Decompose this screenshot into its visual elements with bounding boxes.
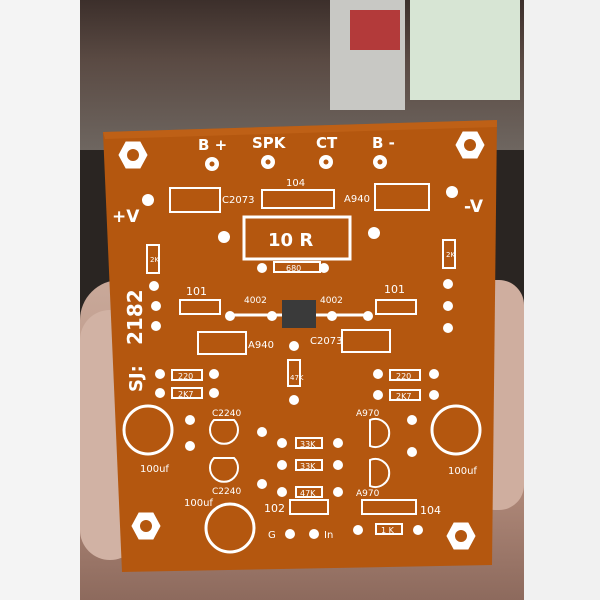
label-b-minus: B - [372,134,395,152]
capacitor-footprint-100uf-bottom [204,502,256,554]
resistor-footprint-2k7-right [389,389,421,401]
label-in: In [324,530,333,541]
label-1k: 1 K [381,526,395,535]
label-c2240-bottom: C2240 [212,487,241,497]
resistor-footprint-33k-bottom [295,459,323,471]
label-spk: SPK [252,134,287,152]
transistor-footprint-c2240-bottom [209,457,239,483]
capacitor-footprint-100uf-left [122,404,174,456]
label-100uf-left: 100uf [140,464,169,475]
label-c2240-top: C2240 [212,409,241,419]
label-right-vert: 2K [446,251,455,259]
pad [309,529,319,539]
label-c2073-top: C2073 [222,195,254,206]
transistor-footprint-a970-bottom [369,458,391,488]
connector-pads [205,155,387,171]
transistor-footprint-a970-top [369,418,391,448]
pcb-substrate [103,120,497,572]
label-104-bottom: 104 [420,504,441,517]
label-33k-bottom: 33K [300,462,316,471]
label-101-right: 101 [384,283,405,296]
resistor-footprint-220-left [171,369,203,381]
label-a970-bottom: A970 [356,489,380,499]
label-102: 102 [264,502,285,515]
label-g: G [268,530,276,541]
label-47k-bottom: 47K [300,489,316,498]
capacitor-footprint-104-bottom [361,499,417,515]
label-left-vert: 2K [150,256,159,264]
resistor-footprint-1k [375,523,403,535]
resistor-footprint-right [442,239,456,269]
label-4002-left: 4002 [244,296,267,306]
label-2k7-left: 2K7 [178,390,193,399]
background-item [350,10,400,50]
resistor-footprint-left [146,244,160,274]
transistor-footprint-c2240-top [209,419,239,445]
pad [218,231,230,243]
label-2k7-right: 2K7 [396,392,411,401]
resistor-footprint-220-right [389,369,421,381]
label-100uf-right: 100uf [448,466,477,477]
label-b-plus: B + [198,136,227,154]
capacitor-footprint-104-top [261,189,335,209]
transistor-footprint-a940-top [374,183,430,211]
pad [285,529,295,539]
transistor-footprint-c2073-top [169,187,221,213]
transistor-footprint-a940-bottom [197,331,247,355]
background-right [524,0,600,600]
label-220-right: 220 [396,372,411,381]
label-a940-bottom: A940 [248,340,274,351]
resistor-footprint-10r [242,215,352,261]
label-2182: 2182 [123,289,147,345]
label-ct: CT [316,134,338,152]
misc-pads [149,263,453,535]
resistor-footprint-47k-mid [287,359,301,387]
background-left [0,0,80,600]
resistor-footprint-47k-bottom [295,486,323,498]
diode-pair [282,300,316,328]
label-a970-top: A970 [356,409,380,419]
label-minus-v: -V [464,197,484,217]
label-sj: SJ: [126,365,147,392]
capacitor-footprint-102 [289,499,329,515]
label-c2073-bottom: C2073 [310,336,342,347]
capacitor-footprint-100uf-right [430,404,482,456]
label-101-left: 101 [186,285,207,298]
background-box [410,0,520,100]
label-4002-right: 4002 [320,296,343,306]
resistor-footprint-2k7-left [171,387,203,399]
pad [368,227,380,239]
label-100uf-bottom: 100uf [184,498,213,509]
resistor-footprint-33k-top [295,437,323,449]
label-10r: 10 R [268,230,313,251]
pcb-edge-highlight [103,120,497,139]
mounting-hole [118,141,148,169]
capacitor-footprint-101-left [179,299,221,315]
label-33k-top: 33K [300,440,316,449]
label-a940-top: A940 [344,194,370,205]
label-104-top: 104 [286,178,305,189]
label-47k-mid: 47K [290,374,304,382]
pad [142,194,154,206]
mounting-hole [131,512,161,540]
pad [446,186,458,198]
mounting-hole [446,522,476,550]
label-220-left: 220 [178,372,193,381]
label-plus-v: +V [112,207,140,227]
mounting-hole [455,131,485,159]
transistor-footprint-c2073-bottom [341,329,391,353]
label-680: 680 [286,264,301,273]
capacitor-footprint-101-right [375,299,417,315]
